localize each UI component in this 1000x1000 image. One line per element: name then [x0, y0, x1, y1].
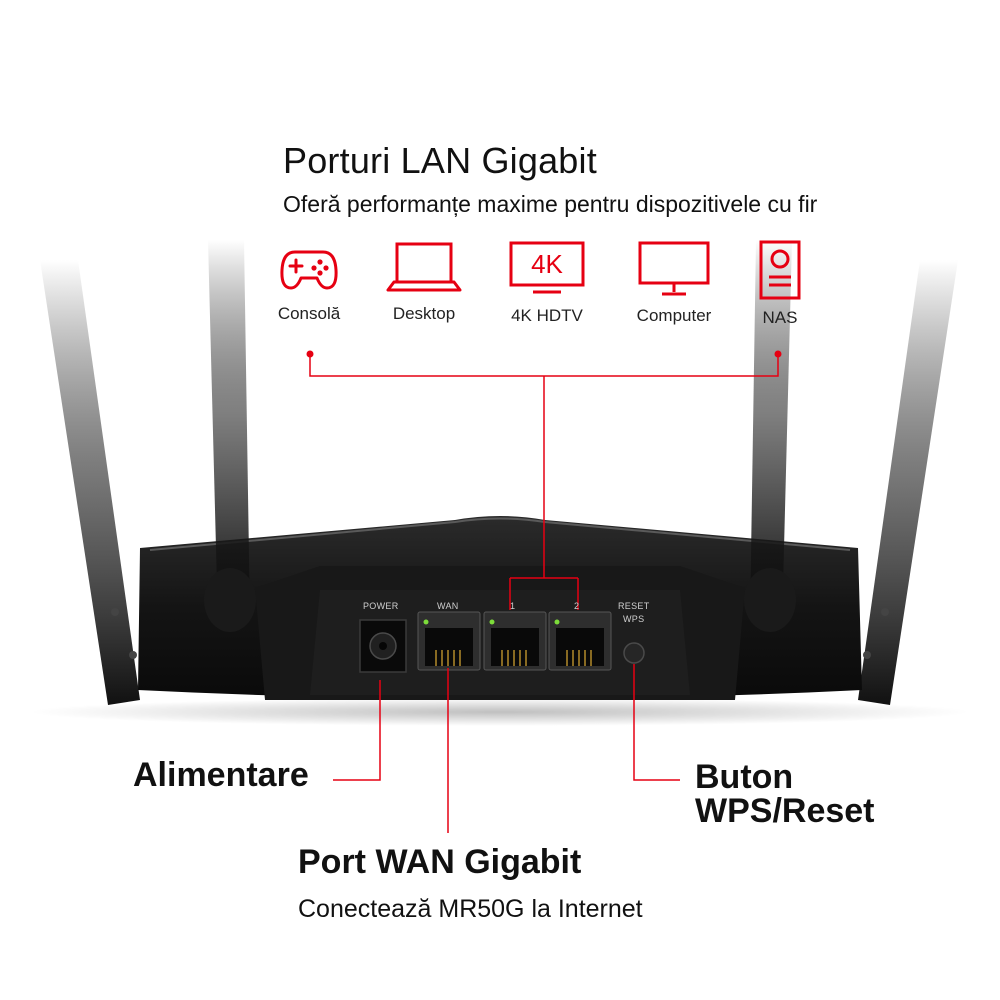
lan-title: Porturi LAN Gigabit [283, 140, 597, 181]
wps-callout-line1: Buton [695, 758, 794, 796]
wps-reset-button [623, 642, 645, 664]
power-callout: Alimentare [133, 756, 309, 794]
tv-4k-text: 4K [531, 249, 563, 279]
wan-port-label: WAN [437, 601, 459, 611]
device-console: Consolă [259, 240, 359, 324]
device-hdtv: 4K 4K HDTV [497, 240, 597, 326]
laptop-icon [386, 242, 462, 292]
antenna-right [750, 240, 792, 625]
floor-shadow [30, 698, 970, 726]
antenna-left [208, 240, 250, 625]
bracket-dot-right [774, 350, 782, 358]
wps-callout-line2: WPS/Reset [695, 792, 875, 830]
gamepad-icon [280, 250, 338, 290]
screw-right-2 [863, 651, 871, 659]
device-desktop: Desktop [374, 240, 474, 324]
screw-left-1 [111, 608, 119, 616]
antenna-back-right [858, 260, 958, 705]
device-label: 4K HDTV [511, 306, 583, 325]
tv-4k-icon: 4K [509, 241, 585, 294]
wan-port [417, 611, 481, 671]
screw-right-1 [881, 608, 889, 616]
monitor-icon [638, 241, 710, 296]
power-port-label: POWER [363, 601, 399, 611]
callout-lines [309, 354, 779, 833]
antenna-hinge-right [744, 568, 796, 632]
screw-left-2 [129, 651, 137, 659]
device-label: Computer [636, 306, 712, 325]
lan-subtitle: Oferă performanțe maxime pentru dispozit… [283, 191, 818, 217]
device-nas: NAS [730, 240, 830, 328]
antenna-back-left [40, 260, 140, 705]
bracket-dot-left [306, 350, 314, 358]
device-label: Consolă [277, 304, 341, 323]
lan-port-1 [483, 611, 547, 671]
lan2-port-label: 2 [574, 601, 580, 611]
lan-port-2 [548, 611, 612, 671]
wps-label: WPS [623, 614, 645, 624]
wan-callout-title: Port WAN Gigabit [298, 843, 582, 881]
device-label: NAS [762, 308, 798, 327]
reset-label: RESET [618, 601, 650, 611]
wps-reset-callout: Buton WPS/Reset [695, 760, 875, 828]
wan-callout-subtitle: Conectează MR50G la Internet [298, 895, 643, 923]
router-top-edge [149, 517, 851, 551]
lan1-port-label: 1 [510, 601, 516, 611]
antenna-hinge-left [204, 568, 256, 632]
device-computer: Computer [624, 240, 724, 326]
nas-icon [759, 240, 801, 300]
device-label: Desktop [392, 304, 456, 323]
